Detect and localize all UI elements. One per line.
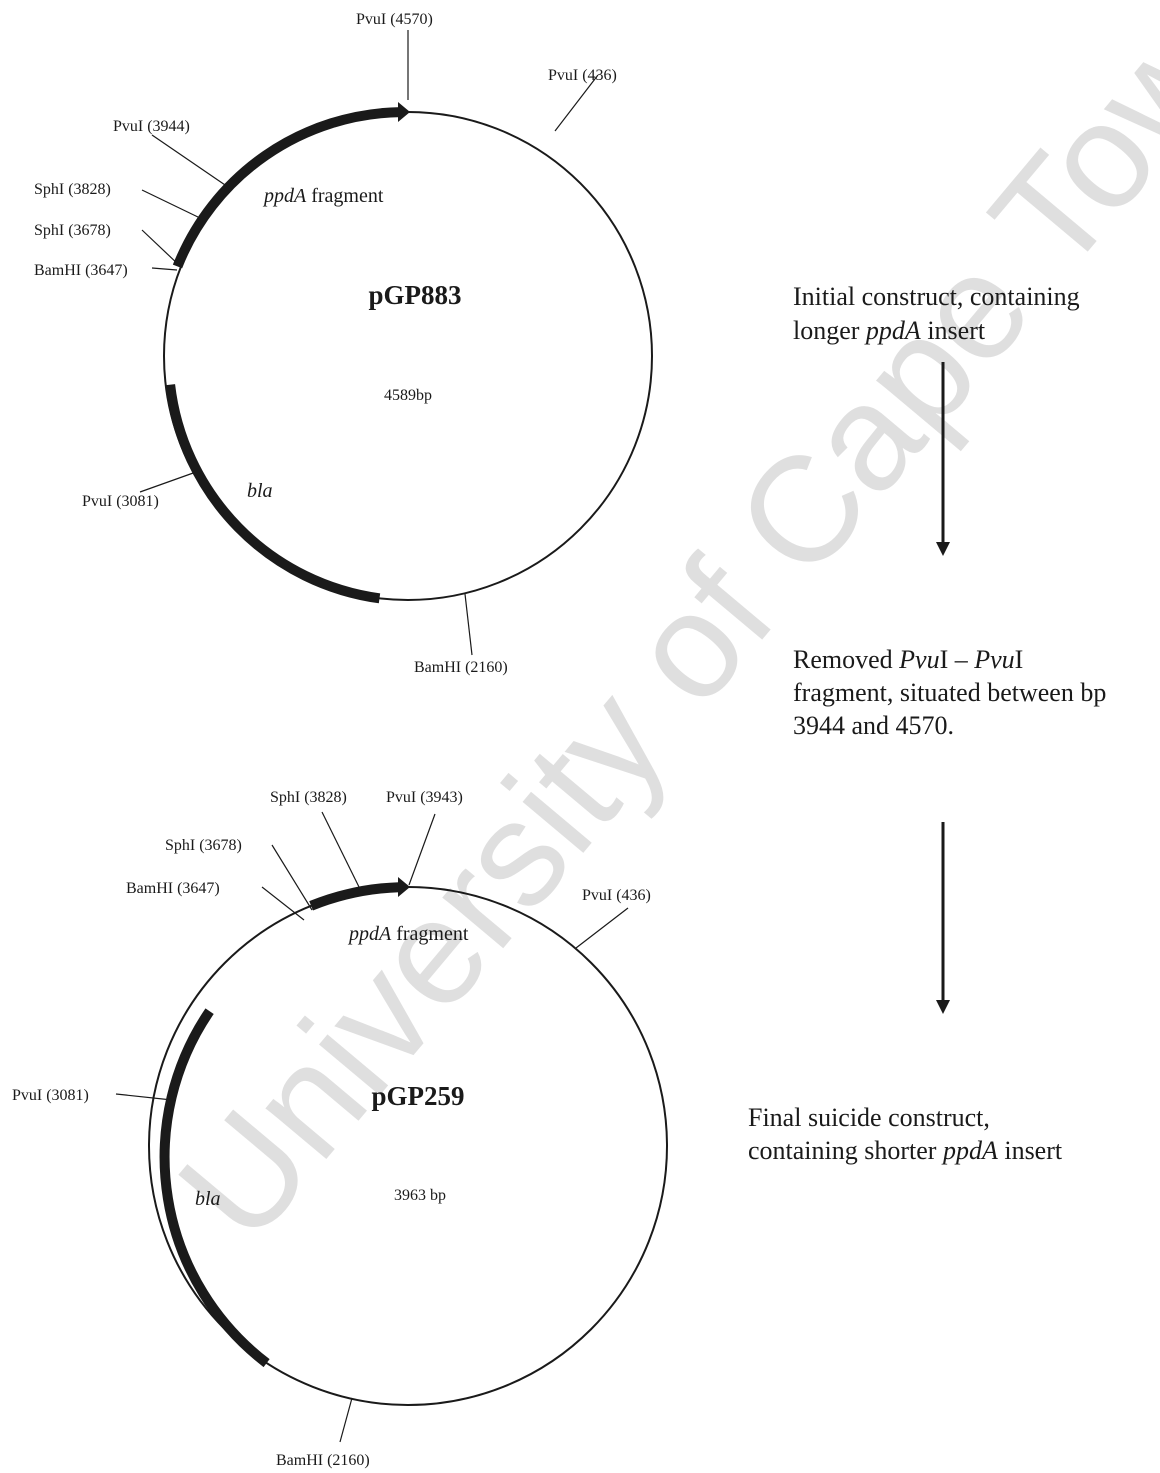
site-bamhi-3647: BamHI (3647)	[34, 262, 128, 279]
site-pvui-4570: PvuI (4570)	[356, 11, 433, 28]
site-sphi-3678: SphI (3678)	[165, 837, 242, 854]
bla-gene-arc	[159, 1008, 270, 1368]
annotation-line: Initial construct, containing	[793, 282, 1080, 311]
bla-gene-arc	[165, 384, 381, 604]
annotation-line: longer ppdA insert	[793, 316, 986, 345]
plasmid-name: pGP883	[368, 280, 461, 310]
feature-ppda-label: ppdA fragment	[262, 185, 384, 207]
plasmid-name: pGP259	[371, 1081, 464, 1111]
site-bamhi-3647: BamHI (3647)	[126, 880, 220, 897]
annotation-line: Removed PvuI – PvuI	[793, 645, 1023, 674]
annotation-line: fragment, situated between bp	[793, 678, 1106, 707]
plasmid-size: 3963 bp	[394, 1187, 446, 1204]
annotation-step2: Removed PvuI – PvuI fragment, situated b…	[793, 645, 1106, 740]
site-pvui-436: PvuI (436)	[548, 67, 617, 84]
process-arrowhead-1	[936, 542, 950, 556]
site-bamhi-2160: BamHI (2160)	[414, 659, 508, 676]
annotation-step1: Initial construct, containing longer ppd…	[793, 282, 1080, 345]
annotation-line: Final suicide construct,	[748, 1103, 990, 1132]
site-sphi-3678: SphI (3678)	[34, 222, 111, 239]
site-pvui-3081: PvuI (3081)	[12, 1087, 89, 1104]
process-arrowhead-2	[936, 1000, 950, 1014]
site-sphi-3828: SphI (3828)	[34, 181, 111, 198]
annotation-step3: Final suicide construct, containing shor…	[748, 1103, 1063, 1165]
site-sphi-3828: SphI (3828)	[270, 789, 347, 806]
site-pvui-3943: PvuI (3943)	[386, 789, 463, 806]
feature-ppda-label: ppdA fragment	[347, 923, 469, 945]
annotation-line: containing shorter ppdA insert	[748, 1136, 1063, 1165]
ppda-arrowhead	[398, 102, 410, 122]
site-pvui-436: PvuI (436)	[582, 887, 651, 904]
site-bamhi-2160: BamHI (2160)	[276, 1452, 370, 1469]
plasmid-pgp883: PvuI (4570) PvuI (436) PvuI (3944) SphI …	[34, 11, 653, 676]
feature-bla-label: bla	[195, 1188, 221, 1210]
plasmid-pgp259: SphI (3828) PvuI (3943) SphI (3678) BamH…	[12, 789, 668, 1469]
ppda-arrowhead	[398, 877, 410, 897]
site-pvui-3944: PvuI (3944)	[113, 118, 190, 135]
site-pvui-3081: PvuI (3081)	[82, 493, 159, 510]
ppda-fragment-arc	[172, 107, 401, 269]
feature-bla-label: bla	[247, 480, 273, 502]
annotation-line: 3944 and 4570.	[793, 711, 954, 740]
plasmid-size: 4589bp	[384, 387, 432, 404]
ppda-fragment-arc	[309, 882, 400, 911]
